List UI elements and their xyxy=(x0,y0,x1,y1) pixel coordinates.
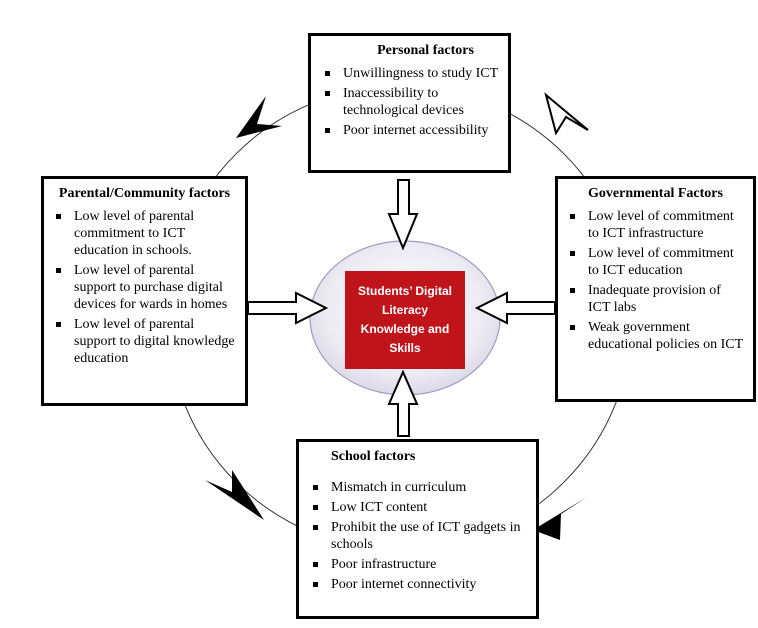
school-factors-title: School factors xyxy=(331,449,416,464)
list-item: Low level of parental commitment to ICT … xyxy=(52,208,237,259)
cycle-chevron-top-right xyxy=(544,92,589,136)
center-concept-label: Students’ Digital Literacy Knowledge and… xyxy=(357,284,452,355)
list-item: Poor infrastructure xyxy=(309,556,528,573)
center-concept-box: Students’ Digital Literacy Knowledge and… xyxy=(345,271,465,369)
governmental-factors-box: Governmental Factors Low level of commit… xyxy=(555,176,756,402)
list-item: Prohibit the use of ICT gadgets in schoo… xyxy=(309,519,528,553)
arrow-from-personal xyxy=(387,179,419,251)
list-item: Poor internet connectivity xyxy=(309,576,528,593)
list-item: Inadequate provision of ICT labs xyxy=(566,282,745,316)
parental-community-factors-box: Parental/Community factors Low level of … xyxy=(41,176,248,406)
list-item: Inaccessibility to technological devices xyxy=(321,85,500,119)
list-item: Mismatch in curriculum xyxy=(309,479,528,496)
cycle-chevron-top-left xyxy=(236,96,282,138)
cycle-chevron-bottom-right xyxy=(533,497,587,540)
personal-factors-box: Personal factors Unwillingness to study … xyxy=(308,33,511,173)
governmental-factors-list: Low level of commitment to ICT infrastru… xyxy=(566,208,745,353)
arrow-from-school xyxy=(387,369,419,437)
governmental-factors-title: Governmental Factors xyxy=(588,186,723,201)
list-item: Low ICT content xyxy=(309,499,528,516)
personal-factors-list: Unwillingness to study ICT Inaccessibili… xyxy=(321,65,500,139)
list-item: Unwillingness to study ICT xyxy=(321,65,500,82)
list-item: Low level of commitment to ICT infrastru… xyxy=(566,208,745,242)
arrow-from-parental xyxy=(247,291,329,325)
cycle-chevron-bottom-left xyxy=(205,470,264,520)
list-item: Low level of parental support to digital… xyxy=(52,316,237,367)
list-item: Low level of parental support to purchas… xyxy=(52,262,237,313)
parental-factors-list: Low level of parental commitment to ICT … xyxy=(52,208,237,367)
list-item: Poor internet accessibility xyxy=(321,122,500,139)
list-item: Weak government educational policies on … xyxy=(566,319,745,353)
parental-factors-title: Parental/Community factors xyxy=(58,186,231,201)
personal-factors-title: Personal factors xyxy=(377,43,474,58)
arrow-from-governmental xyxy=(474,291,556,325)
school-factors-box: School factors Mismatch in curriculum Lo… xyxy=(296,439,539,619)
list-item: Low level of commitment to ICT education xyxy=(566,245,745,279)
school-factors-list: Mismatch in curriculum Low ICT content P… xyxy=(309,479,528,593)
